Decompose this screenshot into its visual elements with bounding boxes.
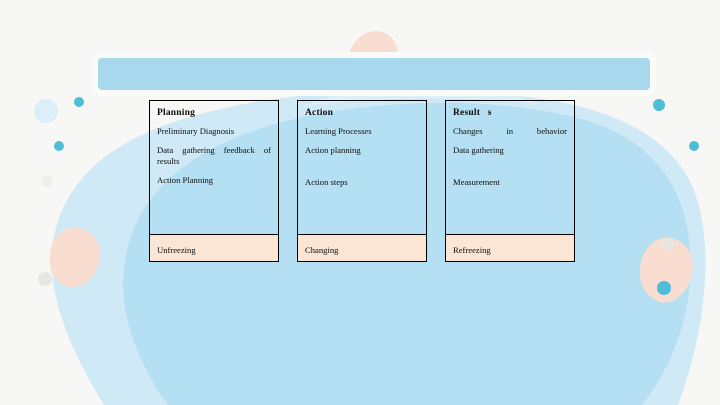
footer-label: Refreezing xyxy=(453,245,491,255)
column-footer-changing: Changing xyxy=(298,234,426,261)
slide-title-bar[interactable] xyxy=(98,58,650,90)
table-column-action: Action Learning Processes Action plannin… xyxy=(297,100,427,262)
dot-teal-upper-left xyxy=(74,97,84,107)
footer-label: Unfreezing xyxy=(157,245,196,255)
column-header-action: Action xyxy=(305,108,334,118)
list-item: Preliminary Diagnosis xyxy=(157,126,235,136)
dot-teal-far-right xyxy=(689,141,699,151)
teal-dot-in-peach xyxy=(657,281,671,295)
dot-teal-right xyxy=(653,99,665,111)
dot-grey-right xyxy=(662,238,674,250)
list-item: Measurement xyxy=(453,177,500,187)
footer-label: Changing xyxy=(305,245,339,255)
table-column-results: Result s Changes in behavior Data gather… xyxy=(445,100,575,262)
column-spacer xyxy=(305,164,419,177)
list-item: Action planning xyxy=(305,145,361,155)
blob-top-arc xyxy=(300,84,540,108)
peach-blob-left xyxy=(49,227,100,288)
list-item: Action steps xyxy=(305,177,348,187)
column-footer-refreezing: Refreezing xyxy=(446,234,574,261)
dot-teal-mid-left xyxy=(54,141,64,151)
table-column-planning: Planning Preliminary Diagnosis Data gath… xyxy=(149,100,279,262)
list-item: Action Planning xyxy=(157,175,214,185)
column-footer-unfreezing: Unfreezing xyxy=(150,234,278,261)
peach-blob-top xyxy=(348,31,398,62)
column-spacer xyxy=(453,164,567,177)
column-body-results: Result s Changes in behavior Data gather… xyxy=(446,101,574,234)
peach-blob-right xyxy=(640,237,693,303)
slide-title-text xyxy=(98,58,650,70)
list-item: Changes in behavior xyxy=(453,126,567,136)
change-model-table: Planning Preliminary Diagnosis Data gath… xyxy=(149,100,575,262)
list-item: Data gathering feedback of results xyxy=(157,145,271,166)
dot-grey-lower-left xyxy=(38,272,52,286)
column-body-action: Action Learning Processes Action plannin… xyxy=(298,101,426,234)
column-header-planning: Planning xyxy=(157,108,196,118)
list-item: Data gathering xyxy=(453,145,504,155)
list-item: Learning Processes xyxy=(305,126,372,136)
column-body-planning: Planning Preliminary Diagnosis Data gath… xyxy=(150,101,278,234)
dot-grey-left xyxy=(41,175,53,187)
column-header-results: Result s xyxy=(453,108,492,118)
dot-light-blue-left xyxy=(34,99,58,123)
